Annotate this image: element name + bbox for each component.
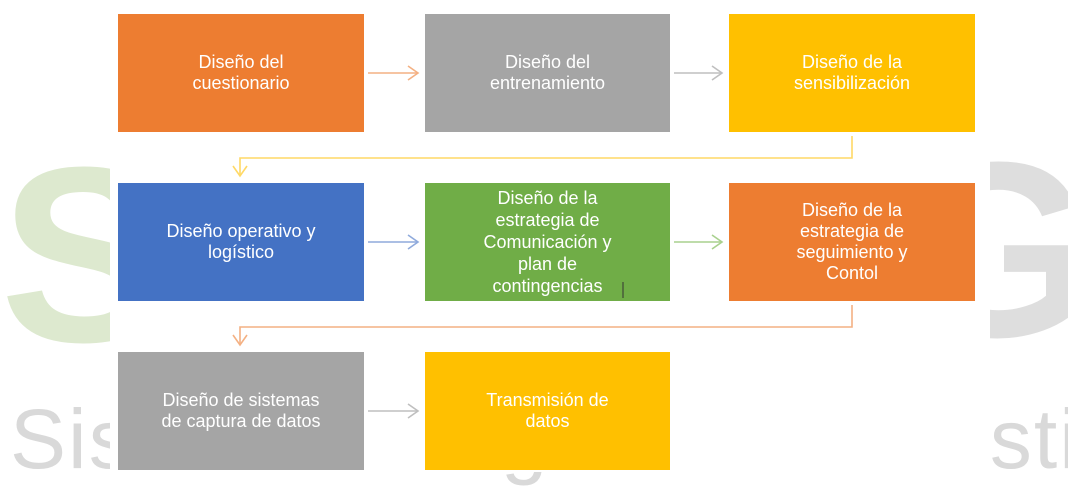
step-sensibilizacion-box: Diseño de la sensibilización: [729, 14, 975, 132]
step-comunicacion-label: Diseño de la estrategia de Comunicación …: [483, 188, 612, 296]
step-operativo-label: Diseño operativo y logístico: [166, 221, 316, 262]
arrow-2-to-3: [674, 65, 724, 81]
step-sensibilizacion-label: Diseño de la sensibilización: [793, 52, 911, 93]
step-seguimiento-label: Diseño de la estrategia de seguimiento y…: [796, 200, 908, 283]
step-cuestionario-box: Diseño del cuestionario: [118, 14, 364, 132]
step-comunicacion-box: Diseño de la estrategia de Comunicación …: [425, 183, 670, 301]
step-entrenamiento-box: Diseño del entrenamiento: [425, 14, 670, 132]
step-captura-box: Diseño de sistemas de captura de datos: [118, 352, 364, 470]
step-entrenamiento-label: Diseño del entrenamiento: [489, 52, 606, 93]
step-transmision-box: Transmisión de datos: [425, 352, 670, 470]
step-transmision-label: Transmisión de datos: [486, 390, 609, 431]
step-captura-label: Diseño de sistemas de captura de datos: [161, 390, 321, 431]
arrow-1-to-2: [368, 65, 420, 81]
step-seguimiento-box: Diseño de la estrategia de seguimiento y…: [729, 183, 975, 301]
step-operativo-box: Diseño operativo y logístico: [118, 183, 364, 301]
step-cuestionario-label: Diseño del cuestionario: [192, 52, 290, 93]
